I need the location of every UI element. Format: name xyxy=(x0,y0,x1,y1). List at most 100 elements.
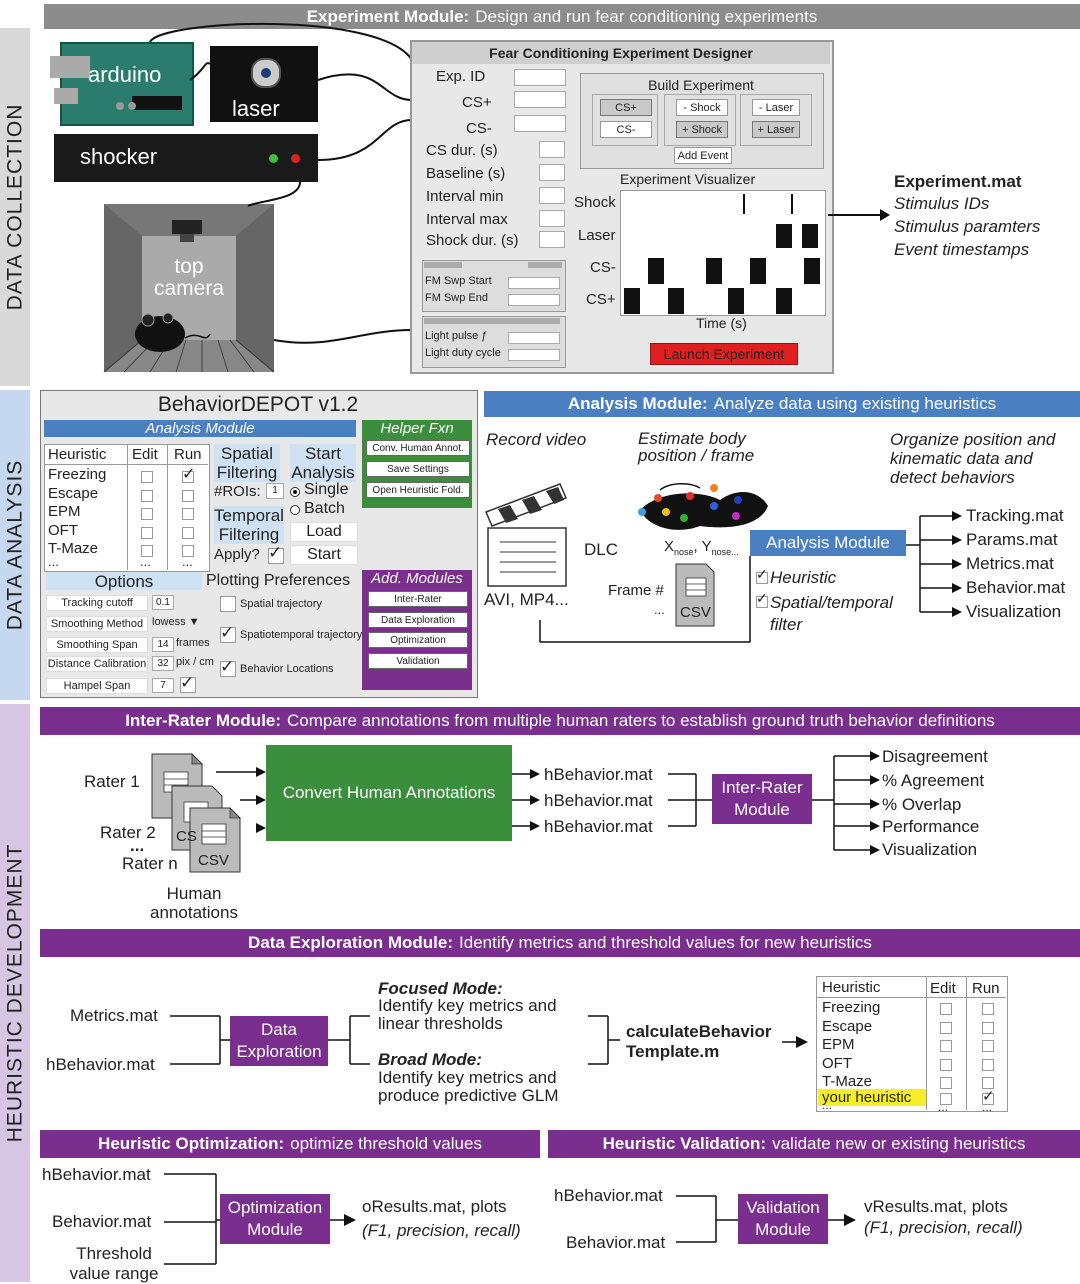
inter-rater-button[interactable]: Inter-Rater xyxy=(368,591,468,607)
rater-ellipsis: ... xyxy=(130,836,145,855)
spatiotemporal-checkbox[interactable] xyxy=(220,627,236,643)
single-label: Single xyxy=(304,481,349,498)
edit-checkbox[interactable] xyxy=(141,508,153,520)
run-checkbox[interactable] xyxy=(982,1040,994,1052)
de-input: hBehavior.mat xyxy=(46,1055,155,1074)
apply-checkbox[interactable] xyxy=(268,548,284,564)
single-radio[interactable] xyxy=(290,487,300,497)
analysis-output: Metrics.mat xyxy=(966,554,1054,573)
minus-shock-button[interactable]: - Shock xyxy=(676,99,728,116)
hbehavior-file: hBehavior.mat xyxy=(544,765,653,784)
spatiotemporal-check-icon: ✓ xyxy=(220,623,235,642)
data-exploration-button[interactable]: Data Exploration xyxy=(368,612,468,628)
light-duty-label: Light duty cycle xyxy=(425,347,501,359)
run-checkbox[interactable] xyxy=(182,490,194,502)
expid-input[interactable] xyxy=(514,69,566,86)
plus-shock-button[interactable]: + Shock xyxy=(676,121,728,138)
behavior-locations-checkbox[interactable] xyxy=(220,661,236,677)
edit-checkbox[interactable] xyxy=(940,1022,952,1034)
fm-end-input[interactable] xyxy=(508,294,560,306)
distance-calibration-input[interactable]: 32 xyxy=(152,656,174,671)
shockdur-input[interactable] xyxy=(539,231,565,248)
optimization-button[interactable]: Optimization xyxy=(368,632,468,648)
edit-checkbox[interactable] xyxy=(141,527,153,539)
table-row: Freezing xyxy=(48,466,107,483)
filter-checkbox[interactable] xyxy=(756,596,768,608)
run-checkbox[interactable] xyxy=(182,471,194,483)
laser-lens-icon xyxy=(251,58,281,88)
baseline-input[interactable] xyxy=(539,164,565,181)
launch-experiment-button[interactable]: Launch Experiment xyxy=(650,343,798,365)
edit-checkbox[interactable] xyxy=(940,1093,952,1105)
edit-checkbox[interactable] xyxy=(940,1059,952,1071)
smoothing-span-input[interactable]: 14 xyxy=(152,637,174,652)
camera-label: top camera xyxy=(153,255,225,300)
run-checkbox[interactable] xyxy=(982,1077,994,1089)
csplus-button[interactable]: CS+ xyxy=(600,99,652,116)
run-checkbox[interactable] xyxy=(182,508,194,520)
heuristic-checkbox[interactable] xyxy=(756,572,768,584)
tracking-cutoff-input[interactable]: 0.1 xyxy=(152,595,174,610)
de-table-row: EPM xyxy=(822,1036,855,1053)
run-checkbox[interactable] xyxy=(982,1003,994,1015)
run-checkbox[interactable] xyxy=(982,1059,994,1071)
analysis-module-header: Analysis Module xyxy=(44,420,356,437)
rois-input[interactable]: 1 xyxy=(266,483,284,499)
opt-output-metrics: (F1, precision, recall) xyxy=(362,1221,521,1240)
frame-label: Frame # xyxy=(608,582,664,599)
smoothing-method-select[interactable]: lowess ▼ xyxy=(152,616,200,628)
csdur-input[interactable] xyxy=(539,141,565,158)
your-heuristic-check-icon: ✓ xyxy=(982,1088,995,1105)
run-checkbox[interactable] xyxy=(182,527,194,539)
table-head-run: Run xyxy=(174,446,202,463)
light-pulse-input[interactable] xyxy=(508,332,560,344)
helper-fxn-title: Helper Fxn xyxy=(380,420,454,437)
convert-human-annotations-box: Convert Human Annotations xyxy=(266,745,512,841)
intmax-input[interactable] xyxy=(539,210,565,227)
batch-radio[interactable] xyxy=(290,505,300,515)
de-table-row: Freezing xyxy=(822,999,881,1016)
run-checkbox[interactable] xyxy=(182,545,194,557)
arduino-label: arduino xyxy=(88,62,162,87)
temporal-filtering-label: Temporal Filtering xyxy=(214,506,284,544)
fm-start-input[interactable] xyxy=(508,277,560,289)
minus-laser-button[interactable]: - Laser xyxy=(752,99,800,116)
csminus-button[interactable]: CS- xyxy=(600,121,652,138)
add-event-button[interactable]: Add Event xyxy=(674,147,732,164)
edit-checkbox[interactable] xyxy=(141,545,153,557)
run-checkbox[interactable] xyxy=(982,1022,994,1034)
run-checkbox[interactable] xyxy=(982,1093,994,1105)
analysis-module-box: Analysis Module xyxy=(750,530,906,556)
hampel-checkbox[interactable] xyxy=(180,677,196,693)
save-settings-button[interactable]: Save Settings xyxy=(366,461,470,477)
csplus-select[interactable] xyxy=(514,91,566,108)
fm-start-label: FM Swp Start xyxy=(425,275,492,287)
start-button[interactable]: Start xyxy=(290,545,358,565)
light-duty-input[interactable] xyxy=(508,349,560,361)
intmin-input[interactable] xyxy=(539,187,565,204)
edit-checkbox[interactable] xyxy=(141,471,153,483)
opt-input: Threshold value range xyxy=(69,1244,159,1283)
conv-human-annot-button[interactable]: Conv. Human Annot. xyxy=(366,440,470,456)
experiment-output-item: Stimulus paramters xyxy=(894,217,1041,236)
row-label-csminus: CS- xyxy=(590,259,616,276)
inter-rater-bar: Inter-Rater Module:Compare annotations f… xyxy=(40,707,1080,735)
plus-laser-button[interactable]: + Laser xyxy=(752,121,800,138)
csminus-select[interactable] xyxy=(514,115,566,132)
open-heuristic-folder-button[interactable]: Open Heuristic Fold. xyxy=(366,482,470,498)
edit-checkbox[interactable] xyxy=(940,1040,952,1052)
designer-title: Fear Conditioning Experiment Designer xyxy=(412,42,830,64)
spatial-trajectory-checkbox[interactable] xyxy=(220,596,236,612)
hampel-span-input[interactable]: 7 xyxy=(152,678,174,693)
validation-button[interactable]: Validation xyxy=(368,653,468,669)
opt-input: Behavior.mat xyxy=(52,1212,152,1231)
edit-checkbox[interactable] xyxy=(940,1003,952,1015)
heuristic-check-icon: ✓ xyxy=(756,566,768,582)
edit-checkbox[interactable] xyxy=(940,1077,952,1089)
edit-checkbox[interactable] xyxy=(141,490,153,502)
load-button[interactable]: Load xyxy=(290,522,358,542)
heuristic-label: Heuristic xyxy=(770,568,837,587)
side-bg-heuristic xyxy=(0,704,30,1282)
batch-label: Batch xyxy=(304,500,345,517)
